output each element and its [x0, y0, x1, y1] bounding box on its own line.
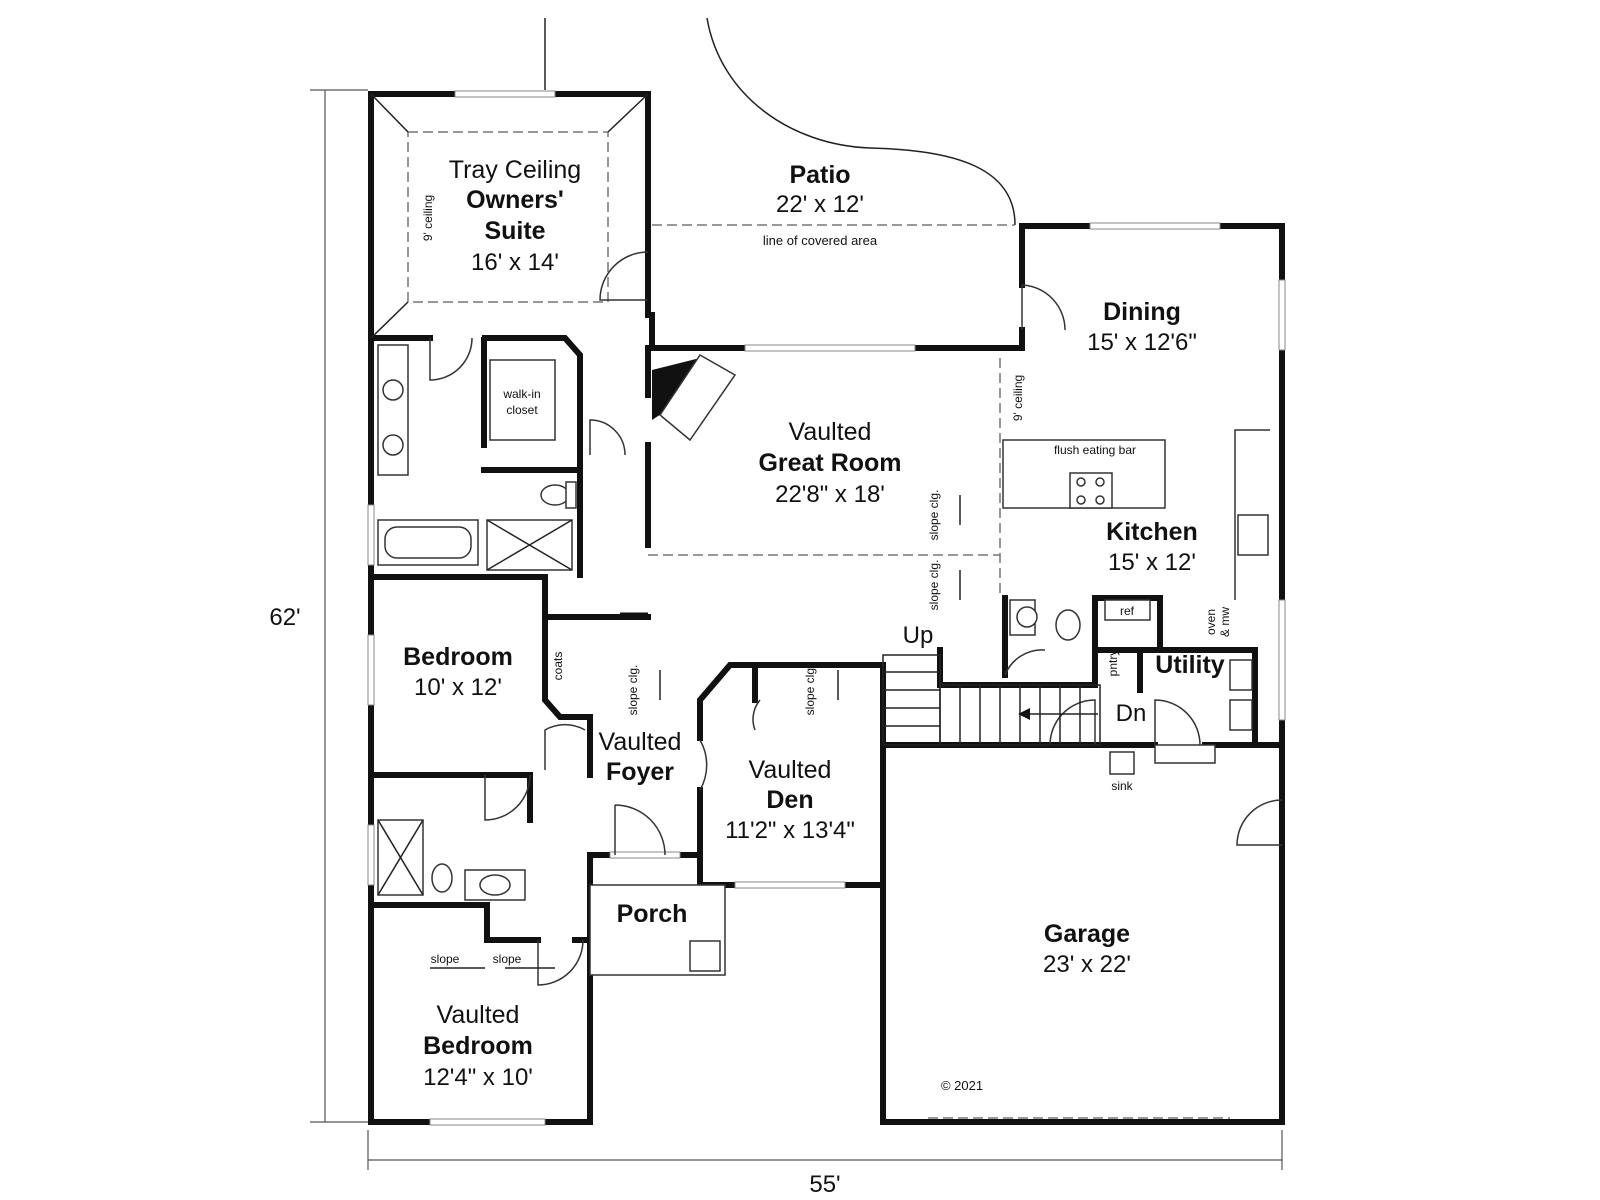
dining-size: 15' x 12'6"	[1087, 329, 1197, 356]
porch-name: Porch	[617, 900, 688, 928]
patio-note: line of covered area	[763, 233, 878, 248]
utility-name: Utility	[1155, 651, 1225, 679]
stairs-up-label: Up	[903, 622, 934, 649]
garage-name: Garage	[1044, 920, 1130, 948]
fixtures	[377, 344, 1270, 976]
den-name: Den	[766, 786, 813, 814]
kitchen-size: 15' x 12'	[1108, 549, 1196, 576]
owners-suite-ceiling-note: 9' ceiling	[421, 195, 435, 241]
bedroom-3-slope-left: slope	[431, 952, 460, 966]
coats-label: coats	[551, 652, 565, 681]
foyer-prefix: Vaulted	[599, 728, 682, 756]
width-dimension: 55'	[809, 1171, 840, 1198]
great-room-slope-note-2: slope clg.	[927, 560, 941, 611]
tray-ceiling	[370, 93, 649, 339]
bedroom-3-slope-right: slope	[493, 952, 522, 966]
ref-label: ref	[1120, 604, 1135, 618]
oven-label-2: & mw	[1218, 607, 1232, 637]
door-swings	[429, 251, 1283, 986]
pantry-label: pntry	[1106, 650, 1120, 677]
foyer-slope-note: slope clg.	[626, 665, 640, 716]
kitchen-name: Kitchen	[1106, 518, 1198, 546]
dimension-lines	[310, 89, 1283, 1170]
great-room-name: Great Room	[758, 449, 901, 477]
patio-size: 22' x 12'	[776, 191, 864, 218]
stairs	[882, 654, 1101, 746]
fireplace	[652, 354, 737, 442]
great-room-slope-note: slope clg.	[927, 490, 941, 541]
stairs-down-label: Dn	[1116, 700, 1147, 727]
height-dimension: 62'	[269, 604, 300, 631]
den-prefix: Vaulted	[749, 756, 832, 784]
great-room-prefix: Vaulted	[789, 418, 872, 446]
bedroom-3-prefix: Vaulted	[437, 1001, 520, 1029]
utility-sink-label: sink	[1111, 779, 1133, 793]
slope-arrows	[430, 495, 961, 969]
great-room-size: 22'8" x 18'	[775, 481, 885, 508]
patio-outline	[544, 17, 1016, 226]
patio-name: Patio	[789, 161, 850, 189]
owners-suite-name-2: Suite	[484, 217, 545, 245]
owners-suite-size: 16' x 14'	[471, 249, 559, 276]
dining-name: Dining	[1103, 298, 1181, 326]
dining-ceiling-note: 9' ceiling	[1011, 375, 1025, 421]
oven-label-1: oven	[1204, 609, 1218, 635]
den-size: 11'2" x 13'4"	[725, 817, 855, 844]
eating-bar-label: flush eating bar	[1054, 443, 1136, 457]
bedroom-3-name: Bedroom	[423, 1032, 533, 1060]
owners-suite-prefix: Tray Ceiling	[449, 156, 581, 184]
bedroom-2-size: 10' x 12'	[414, 674, 502, 701]
foyer-name: Foyer	[606, 758, 674, 786]
windows	[367, 90, 1286, 1126]
bedroom-3-size: 12'4" x 10'	[423, 1064, 533, 1091]
owners-suite-name-1: Owners'	[466, 186, 564, 214]
den-slope-note: slope clg.	[803, 665, 817, 716]
copyright-label: © 2021	[941, 1078, 983, 1093]
bedroom-2-name: Bedroom	[403, 643, 513, 671]
walk-in-closet-line1: walk-in	[502, 387, 540, 401]
garage-size: 23' x 22'	[1043, 951, 1131, 978]
walk-in-closet-line2: closet	[506, 403, 538, 417]
